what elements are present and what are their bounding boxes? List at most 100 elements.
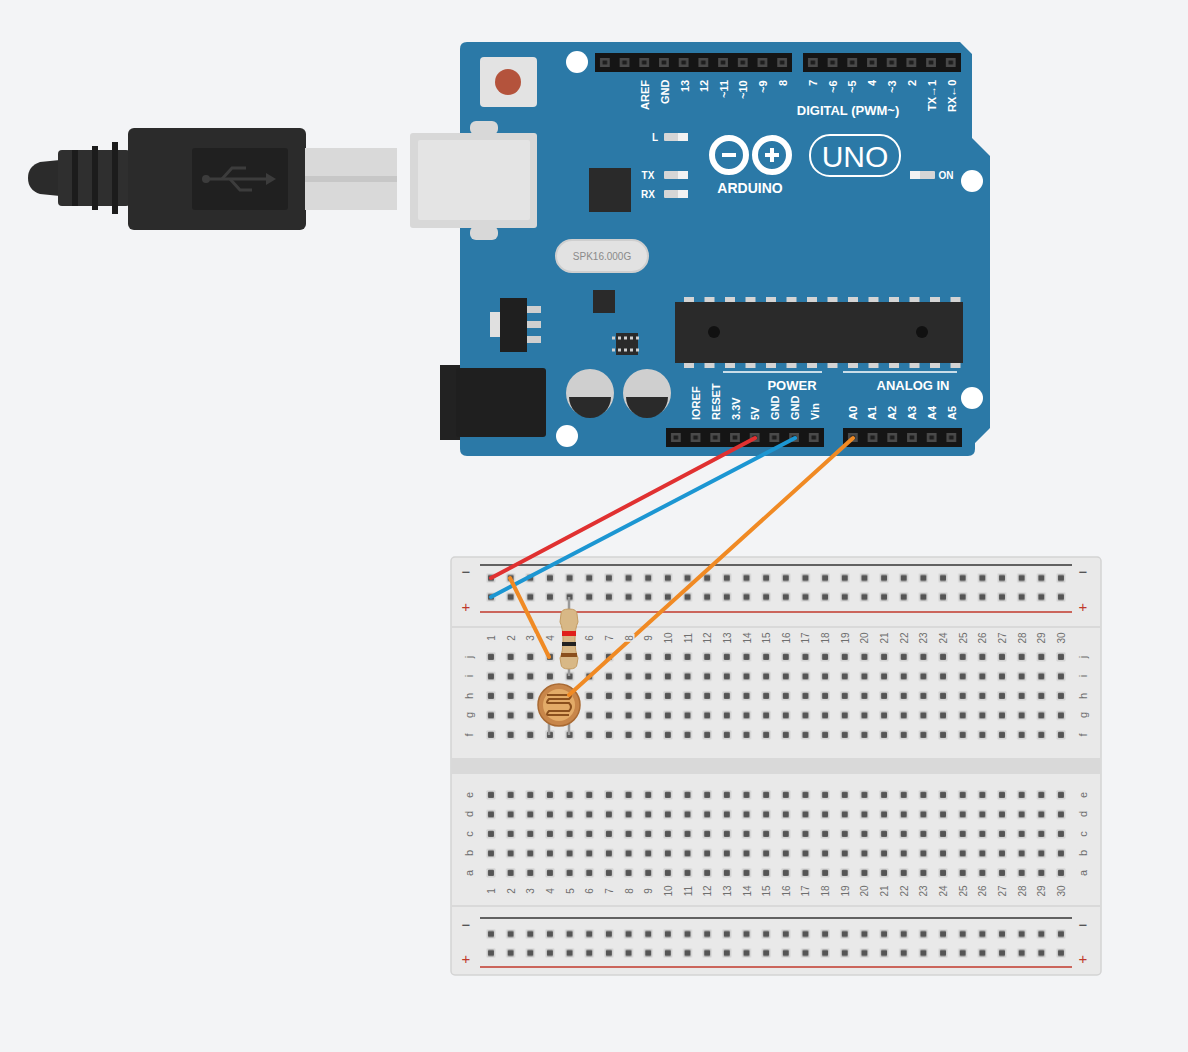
capacitor-mark (626, 397, 668, 418)
column-number: 29 (1036, 884, 1047, 897)
row-letter: j (463, 655, 475, 659)
dc-jack-body (456, 368, 546, 437)
led-label: RX (641, 189, 655, 200)
column-number: 24 (938, 884, 949, 897)
column-number: 26 (977, 884, 988, 897)
column-number: 7 (603, 634, 614, 642)
header-rule (723, 371, 822, 373)
column-number: 15 (761, 631, 772, 644)
rail-divider (452, 905, 1100, 907)
pin-label: GND (789, 396, 801, 420)
pin-label: AREF (639, 80, 651, 110)
terminal-holes (481, 785, 1071, 883)
wire-jumper (510, 578, 549, 657)
strain-rib (112, 142, 118, 214)
row-letter: g (1077, 711, 1089, 719)
column-number: 3 (525, 887, 536, 895)
pin-label: TX→1 (926, 80, 938, 111)
capacitor (623, 369, 671, 417)
pin-label: 2 (906, 80, 918, 86)
regulator-pin (527, 306, 541, 313)
led-lens (678, 190, 688, 198)
column-number: 29 (1036, 631, 1047, 644)
column-number: 27 (997, 884, 1008, 897)
row-letter: f (1077, 732, 1089, 737)
column-number: 11 (682, 632, 693, 644)
rail-divider (452, 626, 1100, 628)
pin-label: RX←0 (946, 80, 958, 112)
pin-label: A0 (847, 406, 859, 420)
pin-label: GND (769, 396, 781, 420)
column-number: 25 (957, 884, 968, 897)
column-number: 8 (623, 634, 634, 642)
dc-jack (440, 365, 546, 440)
led (664, 133, 688, 141)
led-label: ON (939, 170, 954, 181)
usb-port-tab (470, 121, 498, 135)
led (910, 171, 935, 179)
usb-plug-metal (305, 148, 397, 210)
usb-logo-arrow (266, 173, 276, 185)
row-letter: c (463, 830, 475, 838)
wire-gnd (491, 438, 795, 597)
column-number: 22 (898, 884, 909, 897)
column-number: 14 (741, 631, 752, 644)
mounting-hole (556, 425, 578, 447)
mounting-hole (961, 170, 983, 192)
pin-label: ~11 (718, 80, 730, 98)
column-number: 9 (643, 887, 654, 895)
rail-sign: + (461, 951, 472, 968)
column-number: 4 (544, 887, 555, 895)
row-letter: a (463, 869, 475, 877)
mounting-hole (961, 387, 983, 409)
column-number: 21 (879, 884, 890, 897)
pin-label: A1 (866, 406, 878, 420)
resistor-band (562, 642, 576, 646)
pin-label: 12 (698, 80, 710, 92)
row-letter: h (463, 692, 475, 700)
voltage-regulator (500, 298, 527, 352)
usb-plug-seam (305, 176, 397, 182)
header-title: DIGITAL (PWM~) (797, 104, 899, 118)
pin-label: A3 (906, 406, 918, 420)
column-number: 19 (839, 631, 850, 644)
rail-sign: + (1078, 951, 1089, 968)
header-title: POWER (767, 379, 816, 393)
rail-holes (481, 925, 1071, 963)
rail-sign: − (461, 564, 472, 581)
row-letter: d (463, 810, 475, 818)
column-number: 2 (505, 887, 516, 895)
rail-sign: − (1078, 564, 1089, 581)
pin-label: A5 (946, 406, 958, 420)
row-letter: g (463, 711, 475, 719)
column-number: 7 (603, 887, 614, 895)
rail-sign: + (461, 599, 472, 616)
led-label: L (652, 132, 658, 143)
column-number: 17 (800, 631, 811, 644)
row-letter: a (1077, 869, 1089, 877)
strain-rib (92, 146, 98, 210)
column-number: 13 (721, 884, 732, 897)
digital-header (595, 53, 792, 72)
pin-label: IOREF (690, 386, 702, 420)
pin-label: ~6 (827, 80, 839, 93)
pin-label: ~5 (846, 80, 858, 93)
row-letter: d (1077, 810, 1089, 818)
pin-label: A4 (926, 406, 938, 420)
column-number: 3 (525, 634, 536, 642)
rail-line-positive (480, 966, 1072, 968)
usb-logo (206, 168, 266, 190)
chip-notch (708, 326, 720, 338)
pin-label: 7 (807, 80, 819, 86)
chip-notch (916, 326, 928, 338)
column-number: 19 (839, 884, 850, 897)
column-number: 1 (486, 887, 497, 895)
analog-header (843, 428, 962, 447)
capacitor (566, 369, 614, 417)
column-number: 14 (741, 884, 752, 897)
led-lens (678, 171, 688, 179)
column-number: 6 (584, 887, 595, 895)
usb-port-face (418, 140, 530, 220)
